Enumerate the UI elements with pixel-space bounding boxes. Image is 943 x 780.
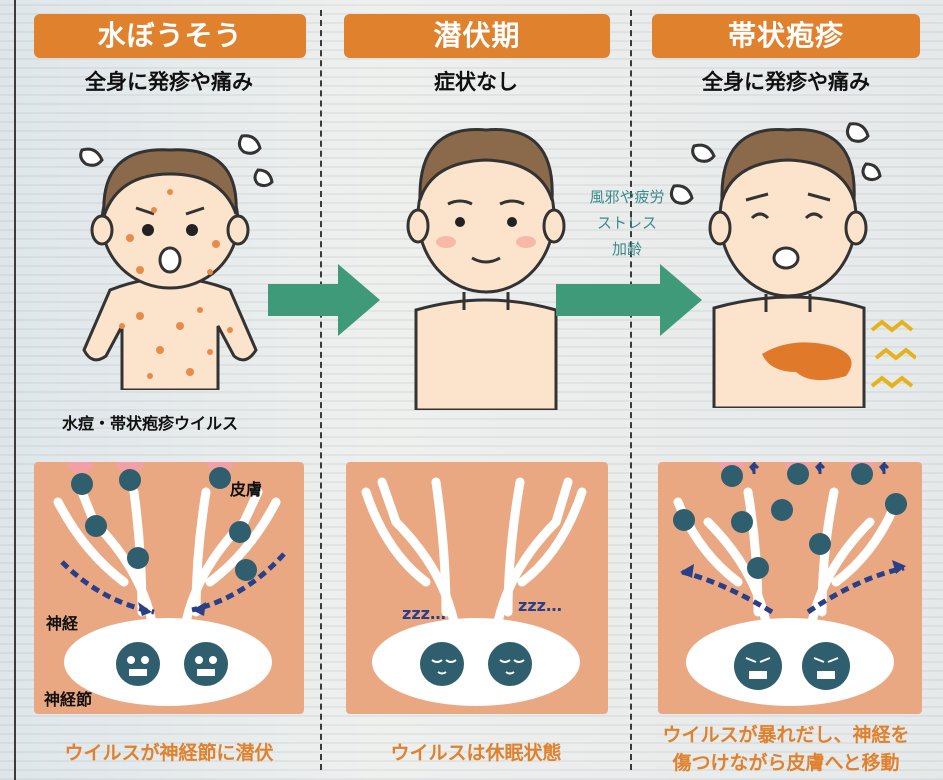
sleep-mark: zzz… bbox=[402, 604, 446, 623]
nerve-diagram: 皮膚 神経 神経節 bbox=[34, 462, 304, 714]
sweat-drop-icon bbox=[863, 164, 880, 180]
child-with-rash-figure bbox=[50, 120, 300, 390]
sleep-mark: zzz… bbox=[518, 596, 562, 615]
panel-header: 水ぼうそう bbox=[34, 14, 306, 58]
left-rule bbox=[14, 0, 16, 780]
sweat-drop-icon bbox=[81, 149, 102, 165]
panel-caption: ウイルスが神経節に潜伏 bbox=[20, 738, 318, 765]
sweat-drop-icon bbox=[671, 186, 692, 204]
panel-header: 帯状疱疹 bbox=[652, 14, 920, 58]
adult-shingles-figure bbox=[666, 108, 916, 408]
panel-latent: 潜伏期 症状なし bbox=[326, 0, 626, 780]
panel-subtitle: 全身に発疹や痛み bbox=[636, 66, 936, 96]
nerve-label: 神経 bbox=[46, 610, 78, 634]
panel-chickenpox: 水ぼうそう 全身に発疹や痛み 水痘・帯状疱疹ウイルス bbox=[20, 0, 318, 780]
panel-header: 潜伏期 bbox=[344, 14, 610, 58]
sweat-drop-icon bbox=[239, 136, 260, 154]
sweat-drop-icon bbox=[693, 145, 714, 161]
panel-subtitle: 症状なし bbox=[326, 66, 626, 96]
ganglion-label: 神経節 bbox=[44, 686, 92, 710]
panel-caption-line-2: 傷つけながら皮膚へと移動 bbox=[636, 748, 936, 775]
panel-divider-1 bbox=[320, 10, 322, 770]
panel-shingles: 帯状疱疹 全身に発疹や痛み bbox=[636, 0, 936, 780]
nerve-diagram bbox=[658, 462, 922, 714]
nerve-tree-chickenpox bbox=[34, 462, 304, 714]
nerve-tree-shingles bbox=[658, 462, 922, 714]
nerve-diagram: zzz… zzz… bbox=[346, 462, 608, 714]
panel-divider-2 bbox=[630, 10, 632, 770]
panel-caption-line-1: ウイルスが暴れだし、神経を bbox=[636, 720, 936, 747]
sweat-drop-icon bbox=[255, 170, 272, 186]
panel-caption: ウイルスは休眠状態 bbox=[326, 738, 626, 765]
panel-subtitle: 全身に発疹や痛み bbox=[20, 66, 318, 96]
virus-label: 水痘・帯状疱疹ウイルス bbox=[62, 410, 238, 434]
nerve-tree-latent bbox=[346, 462, 608, 714]
skin-label: 皮膚 bbox=[230, 476, 262, 500]
sweat-drop-icon bbox=[847, 124, 868, 142]
